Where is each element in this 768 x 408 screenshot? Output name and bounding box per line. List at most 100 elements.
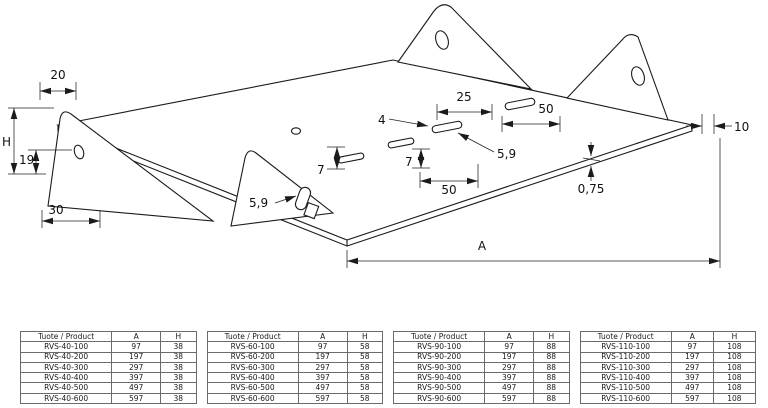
table-cell: 97	[111, 341, 162, 353]
table-cell: 597	[111, 392, 162, 405]
table-cell: 197	[484, 351, 535, 363]
table-cell: RVS-60-600	[206, 392, 299, 405]
table-cell: RVS-40-300	[19, 361, 113, 374]
plate-hole	[290, 127, 302, 135]
table-cell: 108	[712, 351, 757, 363]
table-cell: RVS-110-100	[579, 341, 672, 353]
plate-slot-4	[504, 97, 536, 111]
table-cell: RVS-40-100	[19, 341, 113, 353]
dim-label-a: A	[478, 239, 487, 253]
plate-cutouts	[290, 97, 536, 164]
table-cell: 38	[160, 341, 197, 353]
table-cell: RVS-110-200	[579, 351, 672, 363]
table-cell: 97	[484, 341, 535, 353]
table-cell: 108	[712, 361, 757, 374]
table-cell: 88	[533, 341, 570, 353]
table-cell: 497	[111, 382, 162, 394]
dimension-lines	[8, 82, 732, 268]
table-cell: 108	[712, 372, 757, 384]
table-cell: 58	[346, 382, 384, 394]
plate-slot-3	[431, 120, 463, 134]
table-header-cell: A	[111, 330, 162, 343]
table-header-cell: Tuote / Product	[579, 330, 672, 343]
table-header-cell: H	[533, 330, 570, 343]
table-cell: RVS-90-200	[392, 351, 486, 363]
table-cell: 397	[297, 372, 348, 384]
dim-label-25: 25	[456, 90, 471, 104]
dim-label-h: H	[2, 135, 11, 149]
flange-right-hole	[631, 66, 645, 86]
flange-back	[397, 4, 533, 90]
table-cell: 197	[111, 351, 162, 363]
table-cell: 297	[670, 361, 714, 374]
table-cell: 58	[346, 392, 384, 405]
table-header-cell: Tuote / Product	[206, 330, 299, 343]
flange-back-hole	[435, 30, 449, 50]
table-cell: RVS-90-500	[392, 382, 486, 394]
flange-right	[565, 34, 669, 121]
table-cell: 38	[160, 361, 197, 374]
table-cell: 597	[484, 392, 535, 405]
table-cell: 297	[297, 361, 348, 374]
table-cell: RVS-110-600	[579, 392, 672, 405]
dim-label-59-left: 5,9	[249, 196, 268, 210]
flange-front-notch	[303, 201, 320, 220]
flange-left-hole	[73, 144, 85, 160]
table-cell: RVS-110-300	[579, 361, 672, 374]
dim-label-7-left: 7	[317, 163, 325, 177]
dim-label-19: 19	[19, 153, 34, 167]
table-cell: 88	[533, 382, 570, 394]
table-cell: RVS-60-200	[206, 351, 299, 363]
table-header-cell: A	[297, 330, 348, 343]
table-cell: 88	[533, 392, 570, 405]
table-cell: RVS-90-300	[392, 361, 486, 374]
table-cell: 108	[712, 382, 757, 394]
table-cell: RVS-60-100	[206, 341, 299, 353]
flange-left	[47, 111, 215, 222]
table-header-cell: H	[712, 330, 757, 343]
table-cell: RVS-110-500	[579, 382, 672, 394]
table-cell: 88	[533, 351, 570, 363]
table-cell: RVS-60-500	[206, 382, 299, 394]
table-header-cell: Tuote / Product	[392, 330, 486, 343]
plate-slot-2	[387, 137, 415, 149]
table-cell: 597	[297, 392, 348, 405]
table-cell: 497	[297, 382, 348, 394]
table-cell: 397	[484, 372, 535, 384]
table-cell: RVS-60-300	[206, 361, 299, 374]
table-cell: 297	[111, 361, 162, 374]
table-cell: RVS-40-600	[19, 392, 113, 405]
dim-label-50-top: 50	[538, 102, 553, 116]
table-cell: 38	[160, 392, 197, 405]
table-header-cell: H	[160, 330, 197, 343]
table-cell: 397	[670, 372, 714, 384]
table-cell: 38	[160, 372, 197, 384]
table-cell: 97	[297, 341, 348, 353]
